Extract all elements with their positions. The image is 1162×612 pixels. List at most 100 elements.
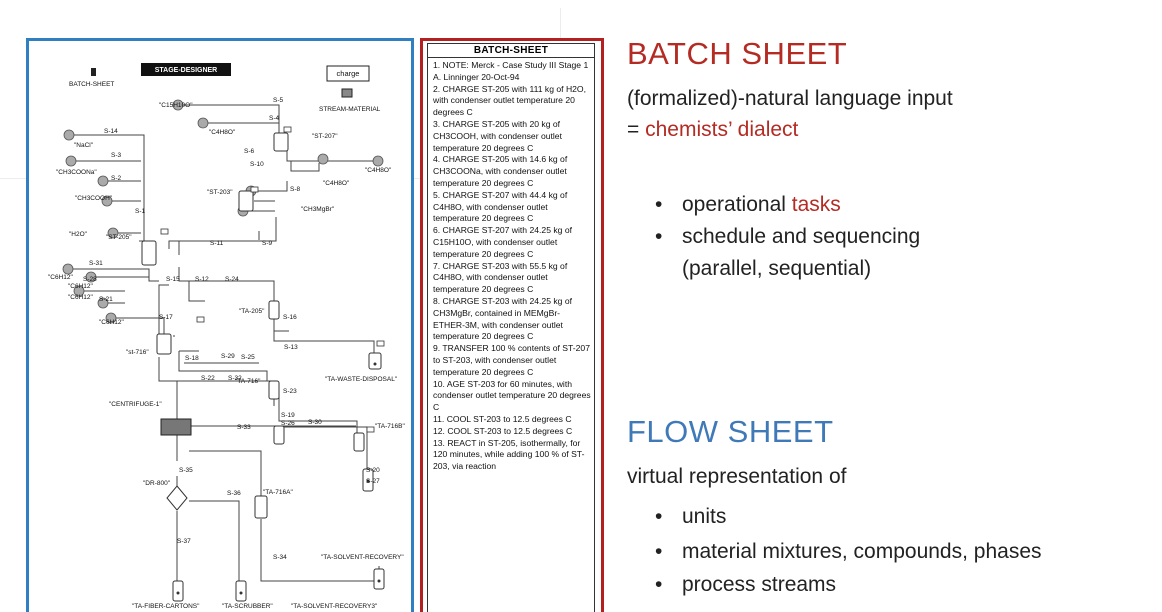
stream-label: S-25 (241, 354, 255, 361)
label-ta-solvent-recovery: "TA-SOLVENT-RECOVERY" (321, 554, 404, 561)
batch-step: 2. CHARGE ST-205 with 111 kg of H2O, wit… (433, 83, 586, 118)
bullet-marker: • (655, 505, 663, 528)
stream-material-label: STREAM-MATERIAL (319, 106, 381, 113)
stream-label: S-20 (366, 467, 380, 474)
stream-label: S-6 (244, 148, 255, 155)
label-centrifuge-1: "CENTRIFUGE-1" (109, 401, 162, 408)
stream-label: S-14 (104, 128, 118, 135)
charge-button-label: charge (337, 69, 360, 78)
label-st-203: "ST-203" (207, 189, 233, 196)
label-ta-fiber-cartons: "TA-FIBER-CARTONS" (132, 603, 200, 610)
label-ta-716: "TA-716" (235, 378, 261, 385)
batch-step: 8. CHARGE ST-203 with 24.25 kg of CH3MgB… (433, 295, 572, 342)
label-ch3mgbr: "CH3MgBr" (301, 206, 335, 213)
batch-step: 7. CHARGE ST-203 with 55.5 kg of C4H8O, … (433, 260, 568, 295)
stream-label: S-32 (228, 375, 242, 382)
batch-sheet-icon[interactable] (91, 68, 96, 76)
label-ch3coona: "CH3COONa" (56, 169, 97, 176)
flow-bullet-units: units (682, 505, 727, 528)
batch-step: 11. COOL ST-203 to 12.5 degrees C (433, 413, 572, 424)
batch-sheet-header: BATCH-SHEET (428, 44, 594, 58)
stream-label: S-11 (210, 240, 224, 247)
label-c6h12-2: "C6H12" (68, 283, 94, 290)
stream-label: S-13 (284, 344, 298, 351)
stream-label: S-2 (111, 175, 122, 182)
label-st-207: "ST-207" (312, 133, 338, 140)
label-c4h8o-2: "C4H8O" (365, 167, 392, 174)
label-ta-205: "TA-205" (239, 308, 265, 315)
batch-sheet-icon-label: BATCH-SHEET (69, 81, 114, 88)
flow-bullet-mixtures: material mixtures, compounds, phases (682, 540, 1042, 563)
chemists-dialect-text: chemists’ dialect (645, 118, 799, 141)
stream-label: S-26 (281, 420, 295, 427)
batch-step: 4. CHARGE ST-205 with 14.6 kg of CH3COON… (433, 154, 568, 188)
label-c6h12-4: "C6H12" (99, 319, 125, 326)
batch-sheet-title: BATCH SHEET (627, 36, 848, 71)
label-ta-716a: "TA-716A" (263, 489, 293, 496)
bullet-schedule-line2: (parallel, sequential) (682, 257, 872, 280)
stream-label: S-22 (201, 375, 215, 382)
stream-label: S-16 (283, 314, 297, 321)
label-st-716: "st-716" (126, 349, 149, 356)
flowsheet-diagram-panel: BATCH-SHEET STAGE-DESIGNER charge STREAM… (26, 38, 414, 612)
stream-label: S-21 (99, 296, 113, 303)
batch-step: 5. CHARGE ST-207 with 44.4 kg of C4H8O, … (433, 189, 568, 224)
label-c6h12-3: "C6H12" (68, 294, 94, 301)
stream-label: S-1 (135, 208, 146, 215)
stream-label: S-30 (308, 419, 322, 426)
bullet1-prefix: operational (682, 193, 792, 216)
stream-label: S-18 (185, 355, 199, 362)
stream-label: S-24 (225, 276, 239, 283)
flow-bullet-streams: process streams (682, 573, 837, 596)
stream-label: S-34 (273, 554, 287, 561)
label-c15h10o: "C15H10O" (159, 102, 193, 109)
stream-label: S-4 (269, 115, 280, 122)
label-ta-716b: "TA-716B" (375, 423, 405, 430)
stream-label: S-10 (250, 161, 264, 168)
stage-designer-title: STAGE-DESIGNER (155, 67, 218, 74)
stream-label: S-35 (179, 467, 193, 474)
stream-label: S-33 (237, 424, 251, 431)
stream-label: S-12 (195, 276, 209, 283)
batch-step: 12. COOL ST-203 to 12.5 degrees C (433, 425, 573, 436)
batch-step: 1. NOTE: Merck - Case Study III Stage 1 … (433, 60, 589, 82)
tasks-text: tasks (791, 193, 841, 216)
label-dr-800: "DR-800" (143, 480, 171, 487)
centrifuge-unit[interactable] (160, 418, 192, 436)
stage-designer-title-bar (141, 63, 231, 76)
bullet-operational-tasks: operational tasks (682, 193, 841, 217)
label-ta-scrubber: "TA-SCRUBBER" (222, 603, 273, 610)
stream-label: S-23 (283, 388, 297, 395)
batch-description-line1: (formalized)-natural language input (627, 87, 953, 110)
batch-step: 6. CHARGE ST-207 with 24.25 kg of C15H10… (433, 225, 572, 259)
bullet-marker: • (655, 193, 663, 216)
label-c4h8o-1: "C4H8O" (209, 129, 236, 136)
stream-label: S-29 (221, 353, 235, 360)
stream-label: S-8 (290, 186, 301, 193)
bullet-marker: • (655, 225, 663, 248)
bullet-marker: • (655, 540, 663, 563)
flow-sheet-title: FLOW SHEET (627, 414, 834, 449)
bullet-schedule-line1: schedule and sequencing (682, 225, 921, 248)
stream-label: S-9 (262, 240, 273, 247)
charge-button[interactable] (326, 65, 370, 82)
label-h2o: "H2O" (69, 231, 88, 238)
stream-label: S-37 (177, 538, 191, 545)
label-nacl: "NaCl" (74, 142, 94, 149)
dryer-unit[interactable] (166, 485, 188, 511)
batch-sheet-steps[interactable]: 1. NOTE: Merck - Case Study III Stage 1 … (428, 58, 594, 473)
flow-description-line1: virtual representation of (627, 465, 847, 488)
stream-label: S-19 (281, 412, 295, 419)
batch-sheet-panel: BATCH-SHEET 1. NOTE: Merck - Case Study … (420, 38, 604, 612)
stream-label: S-27 (366, 478, 380, 485)
batch-step: 13. REACT in ST-205, isothermally, for 1… (433, 437, 585, 472)
stream-label: S-36 (227, 490, 241, 497)
stream-label: S-3 (111, 152, 122, 159)
label-c6h12-1: "C6H12" (48, 274, 74, 281)
line2-prefix: = (627, 118, 646, 141)
flowsheet-diagram: BATCH-SHEET STAGE-DESIGNER charge STREAM… (48, 63, 405, 610)
batch-description-line2: = chemists’ dialect (627, 118, 798, 142)
stream-material-icon[interactable] (341, 88, 353, 98)
stream-label: S-17 (159, 314, 173, 321)
label-c4h8o-3: "C4H8O" (323, 180, 350, 187)
